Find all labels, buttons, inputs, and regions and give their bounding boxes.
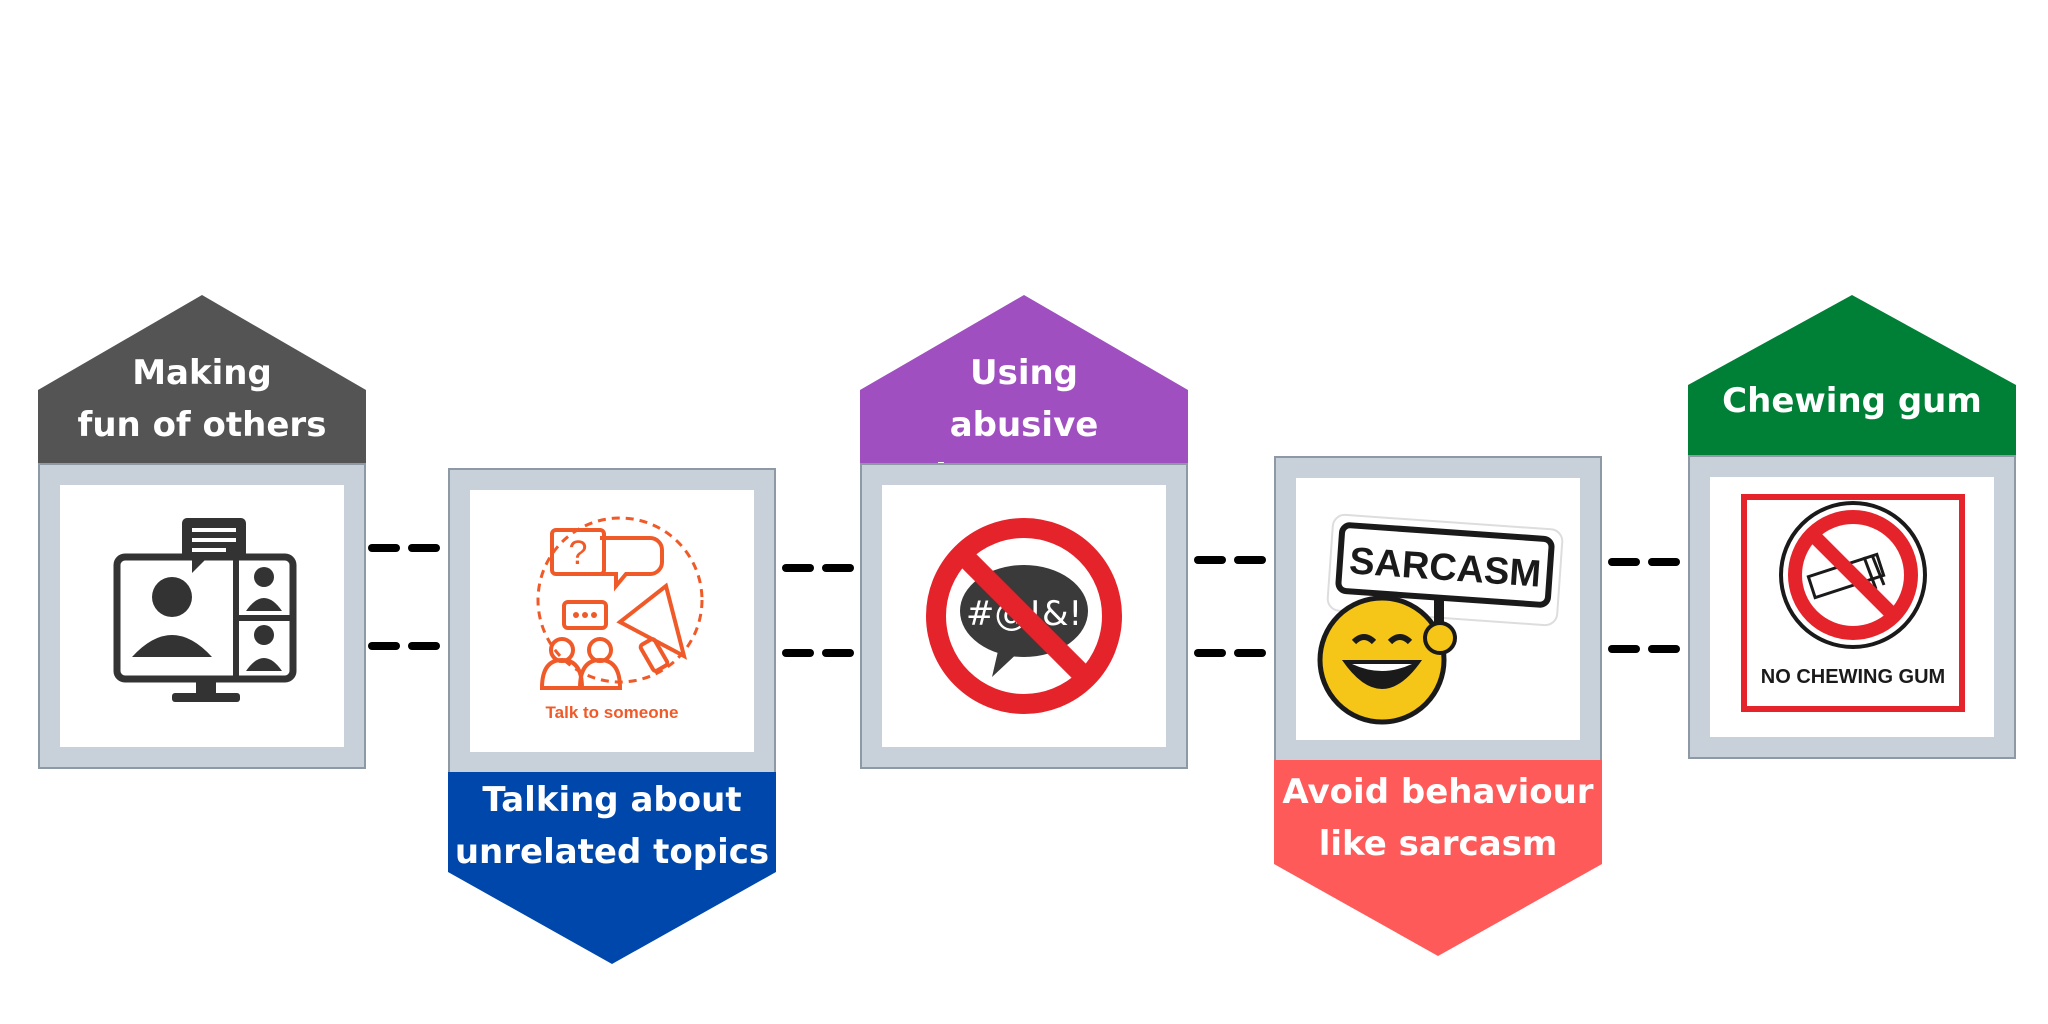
step-unrelated-topics: ? Talk to someone Talking about unrelate…	[448, 468, 776, 964]
step-label: Chewing gum	[1722, 381, 1982, 421]
step-making-fun: Making fun of others	[38, 295, 366, 769]
header-arrow-up	[860, 295, 1188, 465]
connector-dash	[1608, 645, 1640, 653]
icon-caption: Talk to someone	[546, 703, 679, 722]
connector-dash	[1234, 649, 1266, 657]
image-frame: #@!&!	[860, 463, 1188, 769]
image-frame: SARCASM	[1274, 456, 1602, 762]
footer-arrow-down	[1274, 760, 1602, 956]
step-label: Talking about unrelated topics	[454, 780, 770, 872]
step-label: Avoid behaviour like sarcasm	[1282, 772, 1594, 864]
step-chewing-gum: Chewing gum NO CHEWING GUM	[1688, 295, 2016, 759]
icon-caption: NO CHEWING GUM	[1761, 666, 1945, 688]
connector-dash	[368, 544, 400, 552]
no-swearing-icon: #@!&!	[926, 518, 1122, 714]
header-arrow-up	[1688, 295, 2016, 457]
step-label: Making fun of others	[77, 353, 327, 445]
connector-dash	[1648, 558, 1680, 566]
image-frame	[38, 463, 366, 769]
header-arrow-up	[38, 295, 366, 465]
image-frame: NO CHEWING GUM	[1688, 455, 2016, 759]
connector-dash	[1194, 649, 1226, 657]
connector-dash	[1234, 556, 1266, 564]
no-chewing-gum-icon: NO CHEWING GUM	[1741, 494, 1965, 712]
video-call-icon	[113, 518, 297, 702]
footer-arrow-down	[448, 772, 776, 964]
talk-to-someone-icon: ? Talk to someone	[536, 516, 704, 722]
connector-dash	[408, 642, 440, 650]
connector-dash	[782, 649, 814, 657]
connector-dash	[1608, 558, 1640, 566]
step-avoid-sarcasm: SARCASM Avoid behaviour like sarcasm	[1274, 456, 1602, 956]
connector-dash	[822, 649, 854, 657]
connector-dash	[822, 564, 854, 572]
connector-dash	[408, 544, 440, 552]
connector-dash	[782, 564, 814, 572]
connector-dash	[1648, 645, 1680, 653]
svg-text:?: ?	[569, 534, 588, 572]
sarcasm-sign-icon: SARCASM	[1317, 513, 1564, 725]
connector-dash	[1194, 556, 1226, 564]
connector-dash	[368, 642, 400, 650]
step-abusive-language: Using abusive language #@!&!	[860, 295, 1188, 769]
image-frame: ? Talk to someone	[448, 468, 776, 774]
